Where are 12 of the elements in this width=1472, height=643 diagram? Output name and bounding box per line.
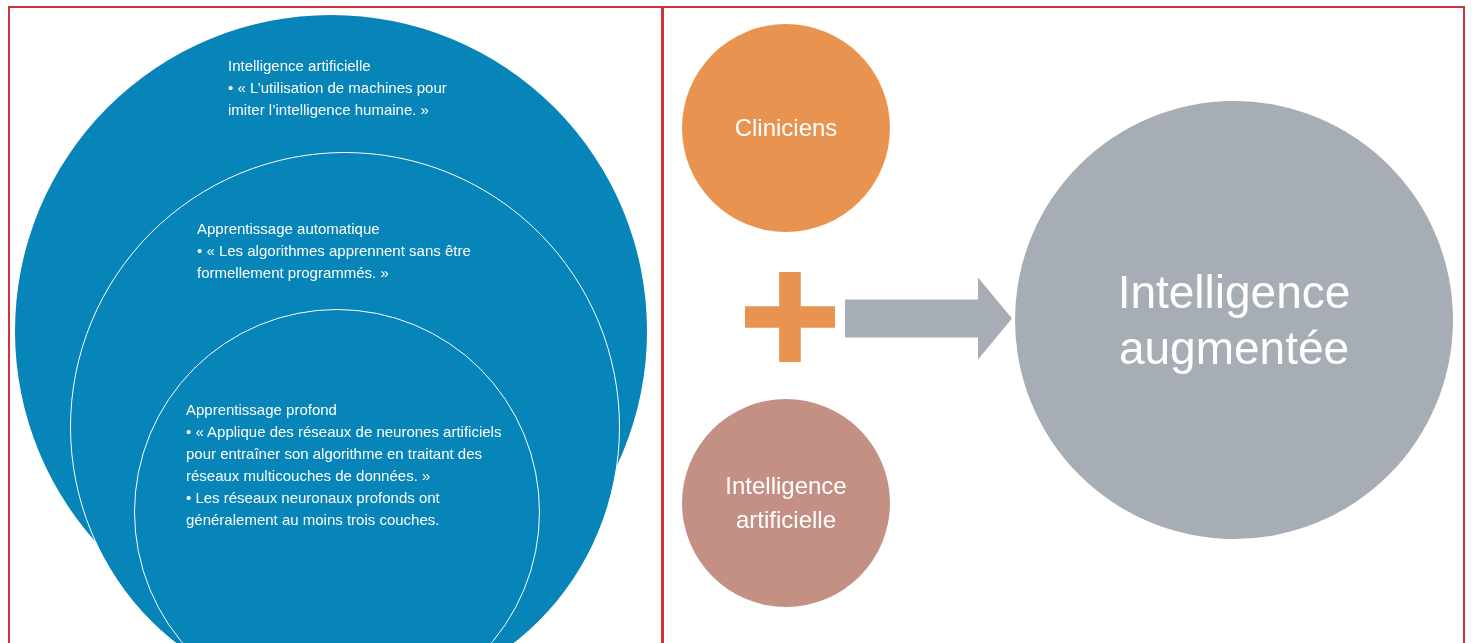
circle-label: Intelligence augmentée <box>1116 265 1352 376</box>
circle-label: Cliniciens <box>733 113 839 143</box>
heading: Intelligence artificielle <box>228 56 372 76</box>
circle-label: Intelligence artificielle <box>724 471 848 535</box>
heading: Apprentissage automatique <box>197 219 381 239</box>
plus-sign <box>745 272 835 362</box>
bullet-text: • « Applique des réseaux de neurones artificiels pour entraîner son algorithme en traitant des réseaux multicouches de données. » <box>186 422 503 486</box>
bullet-text: • Les réseaux neuronaux profonds ont généralement au moins trois couches. <box>186 488 441 530</box>
bullet-text: • « L’utilisation de machines pour imiter l’intelligence humaine. » <box>228 78 448 120</box>
block-arrow <box>845 277 1012 360</box>
bullet-text: • « Les algorithmes apprennent sans être formellement programmés. » <box>197 241 472 283</box>
heading: Apprentissage profond <box>186 400 338 420</box>
